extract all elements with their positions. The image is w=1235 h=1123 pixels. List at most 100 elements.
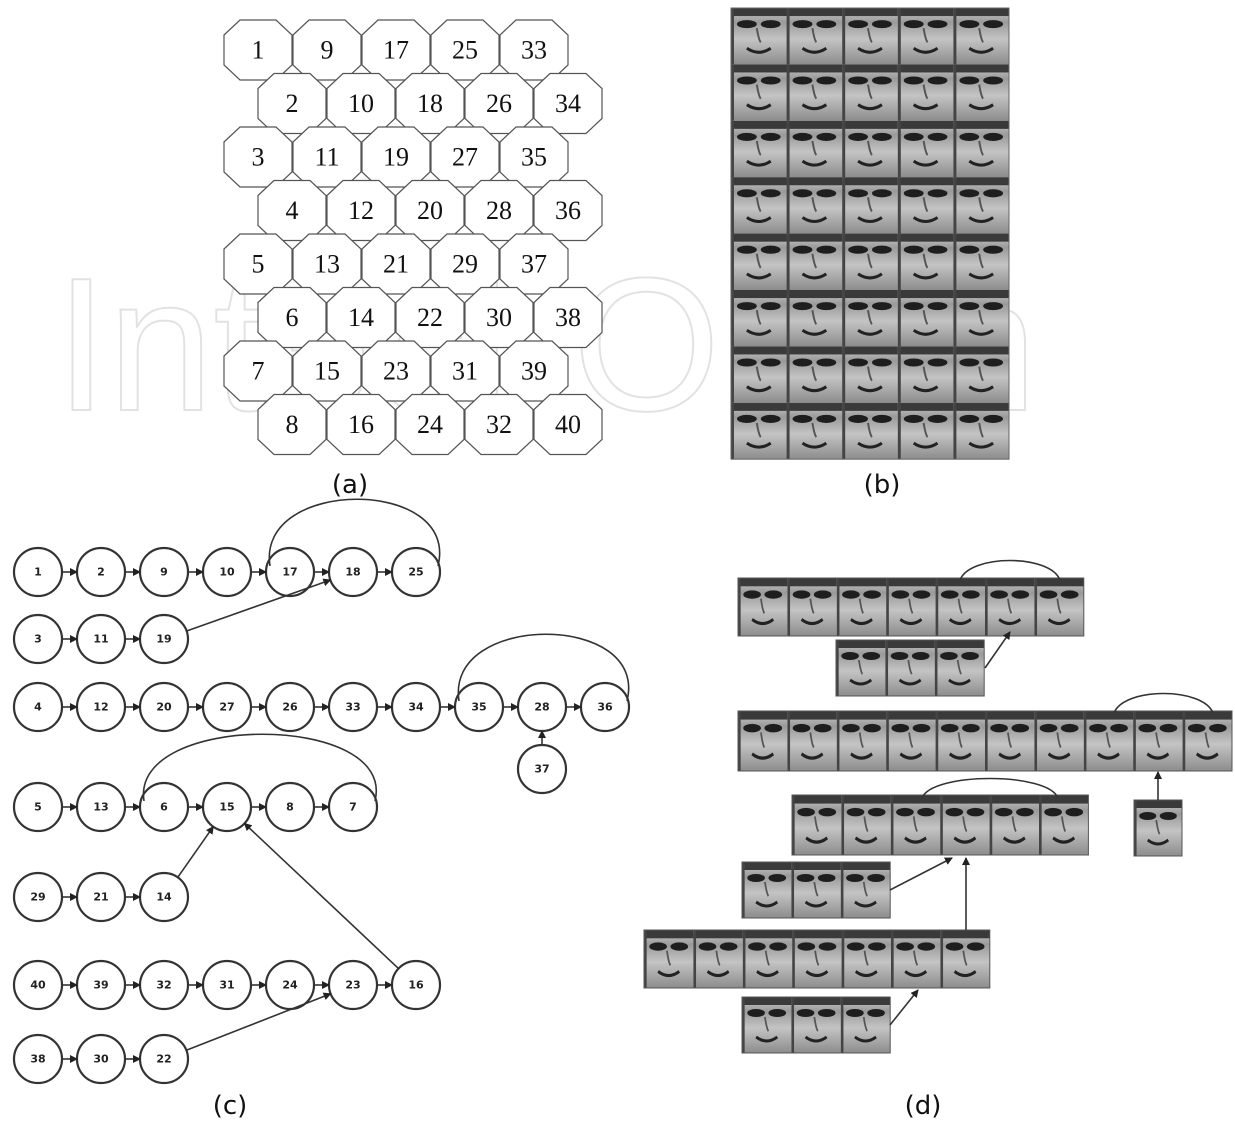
hex-label: 4 <box>286 196 299 225</box>
hex-label: 30 <box>486 303 512 332</box>
face-thumbnail <box>787 64 843 120</box>
hex-label: 32 <box>486 410 512 439</box>
face-thumbnail <box>731 64 787 120</box>
hex-label: 20 <box>417 196 443 225</box>
graph-node-label: 35 <box>471 701 486 714</box>
graph-node-label: 8 <box>286 801 294 814</box>
graph-edge <box>186 994 330 1050</box>
graph-edge <box>178 827 213 878</box>
panel-b-face-grid <box>731 8 1009 459</box>
panel-d-face-graph <box>644 561 1232 1054</box>
face-thumbnail <box>787 8 843 64</box>
graph-edge <box>890 858 952 890</box>
face-strip <box>738 578 1084 636</box>
graph-node-label: 25 <box>408 566 423 579</box>
graph-node-label: 21 <box>93 891 108 904</box>
face-thumbnail <box>787 121 843 177</box>
face-strip <box>742 997 890 1053</box>
face-thumbnail <box>1039 795 1088 855</box>
hex-label: 25 <box>452 36 478 65</box>
graph-node-label: 28 <box>534 701 549 714</box>
face-thumbnail <box>953 121 1009 177</box>
hex-label: 12 <box>348 196 374 225</box>
hex-label: 18 <box>417 89 443 118</box>
hex-label: 15 <box>314 357 340 386</box>
face-thumbnail <box>742 862 791 918</box>
hex-label: 29 <box>452 250 478 279</box>
face-thumbnail <box>953 8 1009 64</box>
hex-label: 38 <box>555 303 581 332</box>
caption-d: (d) <box>905 1091 942 1121</box>
face-thumbnail <box>898 177 954 233</box>
face-thumbnail <box>731 121 787 177</box>
hex-label: 26 <box>486 89 512 118</box>
face-thumbnail <box>841 862 890 918</box>
face-thumbnail <box>990 795 1039 855</box>
graph-node-label: 31 <box>219 979 234 992</box>
graph-node-label: 2 <box>97 566 105 579</box>
hex-label: 39 <box>521 357 547 386</box>
hex-label: 28 <box>486 196 512 225</box>
graph-node-label: 13 <box>93 801 108 814</box>
graph-node-label: 19 <box>156 633 171 646</box>
face-thumbnail <box>886 578 935 636</box>
face-thumbnail <box>731 8 787 64</box>
graph-node-label: 10 <box>219 566 235 579</box>
face-thumbnail <box>953 177 1009 233</box>
graph-node-label: 4 <box>34 701 42 714</box>
face-thumbnail <box>836 640 885 696</box>
face-thumbnail <box>953 290 1009 346</box>
face-thumbnail <box>953 403 1009 459</box>
face-thumbnail <box>898 346 954 402</box>
face-thumbnail <box>837 711 886 771</box>
face-thumbnail <box>1034 578 1083 636</box>
graph-node-label: 37 <box>534 763 549 776</box>
face-thumbnail <box>842 346 898 402</box>
face-thumbnail <box>985 711 1034 771</box>
hex-label: 14 <box>348 303 374 332</box>
hex-label: 9 <box>321 36 334 65</box>
graph-node-label: 30 <box>93 1053 109 1066</box>
graph-node-label: 24 <box>282 979 298 992</box>
graph-node-label: 7 <box>349 801 357 814</box>
face-thumbnail <box>898 290 954 346</box>
hex-label: 21 <box>383 250 409 279</box>
face-thumbnail <box>738 578 787 636</box>
face-strip <box>644 930 990 988</box>
face-thumbnail <box>842 177 898 233</box>
face-thumbnail <box>940 930 989 988</box>
face-thumbnail <box>891 930 940 988</box>
face-thumbnail <box>731 290 787 346</box>
caption-b: (b) <box>864 470 901 500</box>
hex-label: 17 <box>383 36 409 65</box>
graph-node-label: 1 <box>34 566 42 579</box>
graph-node-label: 18 <box>345 566 360 579</box>
face-thumbnail <box>885 640 934 696</box>
graph-node-label: 27 <box>219 701 234 714</box>
face-thumbnail <box>787 290 843 346</box>
face-thumbnail <box>898 8 954 64</box>
graph-node-label: 3 <box>34 633 42 646</box>
hex-label: 3 <box>252 143 265 172</box>
face-thumbnail <box>886 711 935 771</box>
graph-node-label: 14 <box>156 891 172 904</box>
graph-node-label: 40 <box>30 979 46 992</box>
face-thumbnail <box>1133 711 1182 771</box>
face-thumbnail <box>791 862 840 918</box>
face-thumbnail <box>787 711 836 771</box>
graph-node-label: 17 <box>282 566 297 579</box>
face-strip <box>836 640 984 696</box>
face-thumbnail <box>731 346 787 402</box>
graph-node-label: 34 <box>408 701 424 714</box>
graph-edge <box>985 632 1010 668</box>
face-thumbnail <box>898 121 954 177</box>
graph-node-label: 39 <box>93 979 108 992</box>
face-thumbnail <box>837 578 886 636</box>
face-thumbnail <box>791 997 840 1053</box>
graph-loop-edge <box>960 561 1060 581</box>
face-thumbnail <box>842 930 891 988</box>
face-thumbnail <box>792 795 841 855</box>
face-thumbnail <box>743 930 792 988</box>
